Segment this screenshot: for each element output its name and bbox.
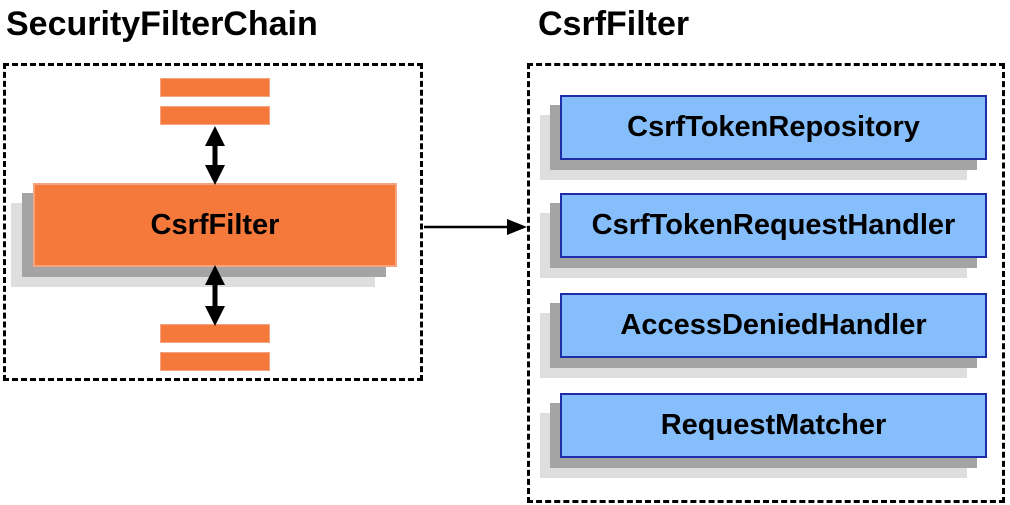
- filter-placeholder-bar: [160, 78, 270, 97]
- security-filter-chain-container: [3, 63, 423, 381]
- csrf-filter-container: [527, 63, 1005, 503]
- component-access-denied-handler: AccessDeniedHandler: [560, 293, 987, 358]
- filter-placeholder-bar: [160, 352, 270, 371]
- component-csrf-token-request-handler: CsrfTokenRequestHandler: [560, 193, 987, 258]
- component-label: CsrfTokenRequestHandler: [591, 209, 956, 241]
- csrf-filter-node: CsrfFilter: [33, 183, 397, 267]
- filter-placeholder-bar: [160, 106, 270, 125]
- csrf-filter-title: CsrfFilter: [538, 5, 690, 43]
- component-label: AccessDeniedHandler: [620, 309, 927, 341]
- arrow-right-icon: [424, 219, 527, 235]
- csrf-filter-node-label: CsrfFilter: [150, 208, 280, 241]
- component-label: RequestMatcher: [660, 409, 887, 441]
- component-csrf-token-repository: CsrfTokenRepository: [560, 95, 987, 160]
- component-label: CsrfTokenRepository: [627, 111, 920, 143]
- filter-placeholder-bar: [160, 324, 270, 343]
- component-request-matcher: RequestMatcher: [560, 393, 987, 458]
- security-filter-chain-title: SecurityFilterChain: [6, 5, 318, 43]
